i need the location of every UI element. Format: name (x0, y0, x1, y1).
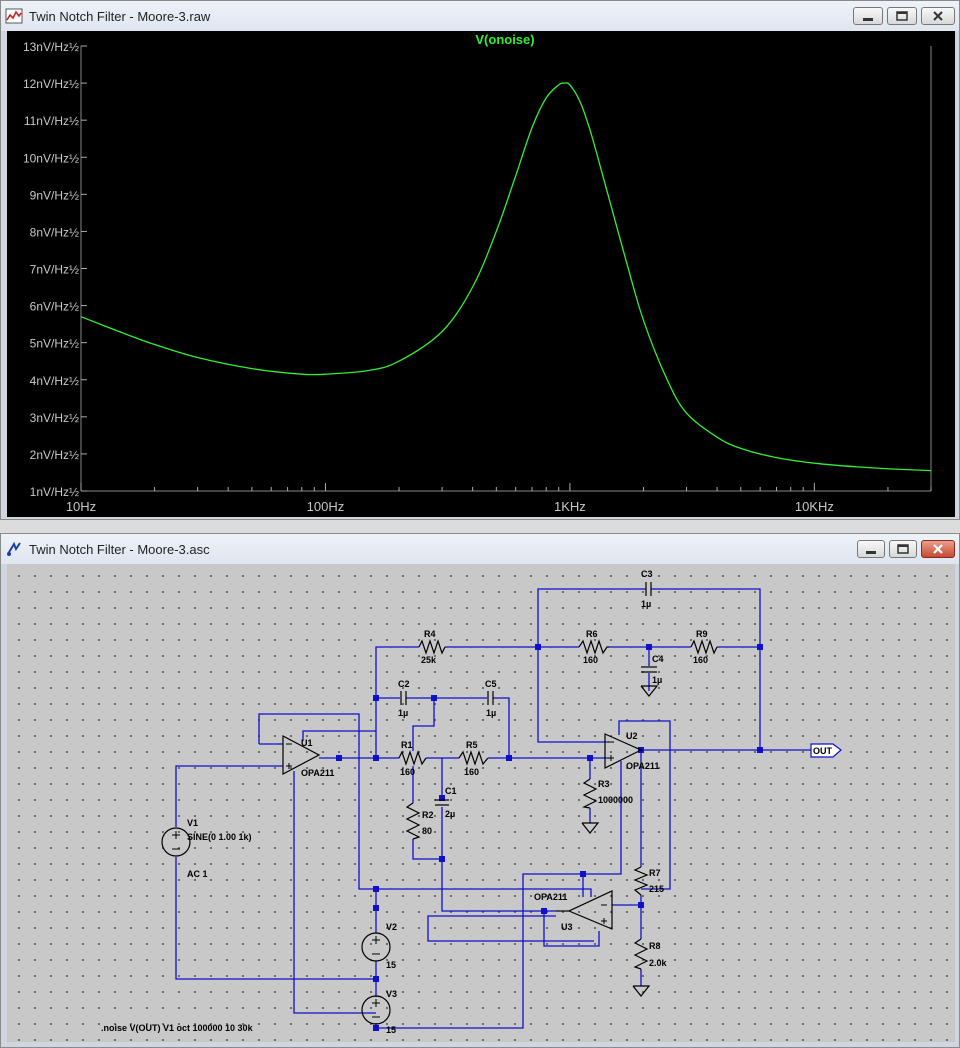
maximize-button[interactable] (887, 7, 917, 25)
y-tick-label: 11nV/Hz½ (24, 114, 79, 128)
r8-ref: R8 (649, 941, 661, 951)
out-net-label[interactable]: OUT (810, 743, 842, 758)
r9-value: 160 (693, 655, 708, 665)
close-icon (933, 11, 943, 21)
v3-ref: V3 (386, 989, 397, 999)
junctions (336, 644, 763, 1031)
y-tick-label: 6nV/Hz½ (30, 300, 79, 314)
schematic-canvas[interactable]: OUT C3 1µ R4 25k R6 160 R9 160 C4 1µ C2 … (7, 564, 955, 1042)
c5-ref: C5 (485, 679, 497, 689)
source-polarity-marks (172, 741, 614, 1018)
r5-value: 160 (464, 767, 479, 777)
minimize-icon (863, 18, 873, 21)
u2-ref: U2 (626, 731, 638, 741)
u1-value: OPA211 (301, 768, 334, 778)
u3-value: OPA211 (534, 892, 567, 902)
y-tick-label: 2nV/Hz½ (30, 448, 79, 462)
y-tick-label: 10nV/Hz½ (23, 151, 79, 165)
minimize-button[interactable] (853, 7, 883, 25)
noise-directive[interactable]: .noise V(OUT) V1 oct 100000 10 30k (101, 1023, 254, 1033)
r7-value: 215 (649, 884, 664, 894)
close-button[interactable] (921, 540, 955, 558)
x-tick-label: 10KHz (795, 499, 834, 514)
close-icon (933, 544, 943, 554)
x-tick-label: 10Hz (66, 499, 96, 514)
component-labels: C3 1µ R4 25k R6 160 R9 160 C4 1µ C2 1µ C… (101, 569, 708, 1035)
c5-value: 1µ (486, 708, 496, 718)
circuit-diagram: OUT C3 1µ R4 25k R6 160 R9 160 C4 1µ C2 … (101, 569, 842, 1035)
r6-value: 160 (583, 655, 598, 665)
r2-ref: R2 (422, 810, 434, 820)
r6-ref: R6 (586, 629, 598, 639)
x-tick-label: 100Hz (307, 499, 345, 514)
c3-value: 1µ (641, 599, 651, 609)
v2-value: 15 (386, 960, 396, 970)
r9-ref: R9 (696, 629, 708, 639)
v1-ac: AC 1 (187, 869, 208, 879)
c4-value: 1µ (652, 675, 662, 685)
maximize-button[interactable] (889, 540, 917, 558)
schematic-titlebar[interactable]: Twin Notch Filter - Moore-3.asc (1, 534, 959, 564)
component-symbols (161, 582, 718, 1025)
plot-titlebar[interactable]: Twin Notch Filter - Moore-3.raw (1, 1, 959, 31)
minimize-button[interactable] (857, 540, 885, 558)
plot-window[interactable]: Twin Notch Filter - Moore-3.raw 1nV/Hz½ 2… (0, 0, 960, 520)
c3-ref: C3 (641, 569, 653, 579)
chart-title: V(onoise) (475, 32, 534, 47)
y-tick-label: 7nV/Hz½ (30, 263, 79, 277)
v3-value: 15 (386, 1025, 396, 1035)
noise-plot[interactable]: 1nV/Hz½ 2nV/Hz½ 3nV/Hz½ 4nV/Hz½ 5nV/Hz½ 6nV/H… (7, 31, 955, 517)
y-tick-label: 13nV/Hz½ (23, 40, 79, 54)
y-tick-label: 5nV/Hz½ (30, 337, 79, 351)
schematic-icon (7, 541, 21, 556)
noise-chart: 1nV/Hz½ 2nV/Hz½ 3nV/Hz½ 4nV/Hz½ 5nV/Hz½ 6nV/H… (23, 32, 932, 514)
r7-ref: R7 (649, 868, 661, 878)
maximize-icon (896, 11, 908, 21)
v1-sine: SINE(0 1.00 1k) (187, 832, 252, 842)
schematic-window-title: Twin Notch Filter - Moore-3.asc (29, 542, 210, 557)
minimize-icon (866, 551, 876, 554)
r1-ref: R1 (401, 740, 413, 750)
r1-value: 160 (400, 767, 415, 777)
c4-ref: C4 (652, 654, 664, 664)
c2-value: 1µ (398, 708, 408, 718)
r3-value: 1000000 (598, 795, 633, 805)
plot-window-title: Twin Notch Filter - Moore-3.raw (29, 9, 211, 24)
out-label-text: OUT (813, 746, 833, 756)
u3-ref: U3 (561, 922, 573, 932)
u2-value: OPA211 (626, 761, 659, 771)
c1-value: 2µ (445, 809, 455, 819)
y-tick-label: 4nV/Hz½ (30, 374, 79, 388)
r8-value: 2.0k (649, 958, 668, 968)
series-line-onoise (80, 82, 932, 472)
r5-ref: R5 (466, 740, 478, 750)
y-tick-label: 8nV/Hz½ (30, 225, 79, 239)
maximize-icon (897, 544, 909, 554)
c2-ref: C2 (398, 679, 410, 689)
close-button[interactable] (921, 7, 955, 25)
y-tick-label: 9nV/Hz½ (30, 188, 79, 202)
y-tick-label: 1nV/Hz½ (30, 485, 79, 499)
waveform-icon (5, 8, 23, 24)
v1-ref-label: V1 (187, 818, 198, 828)
u1-ref: U1 (301, 738, 313, 748)
y-tick-label: 3nV/Hz½ (30, 411, 79, 425)
r2-value: 80 (422, 826, 432, 836)
x-tick-label: 1KHz (554, 499, 586, 514)
r3-ref: R3 (598, 779, 610, 789)
v2-ref: V2 (386, 922, 397, 932)
r4-ref: R4 (424, 629, 436, 639)
r4-value: 25k (421, 655, 437, 665)
wires (175, 588, 811, 1029)
y-tick-label: 12nV/Hz½ (23, 77, 79, 91)
c1-ref: C1 (445, 786, 457, 796)
schematic-window[interactable]: Twin Notch Filter - Moore-3.asc (0, 533, 960, 1048)
